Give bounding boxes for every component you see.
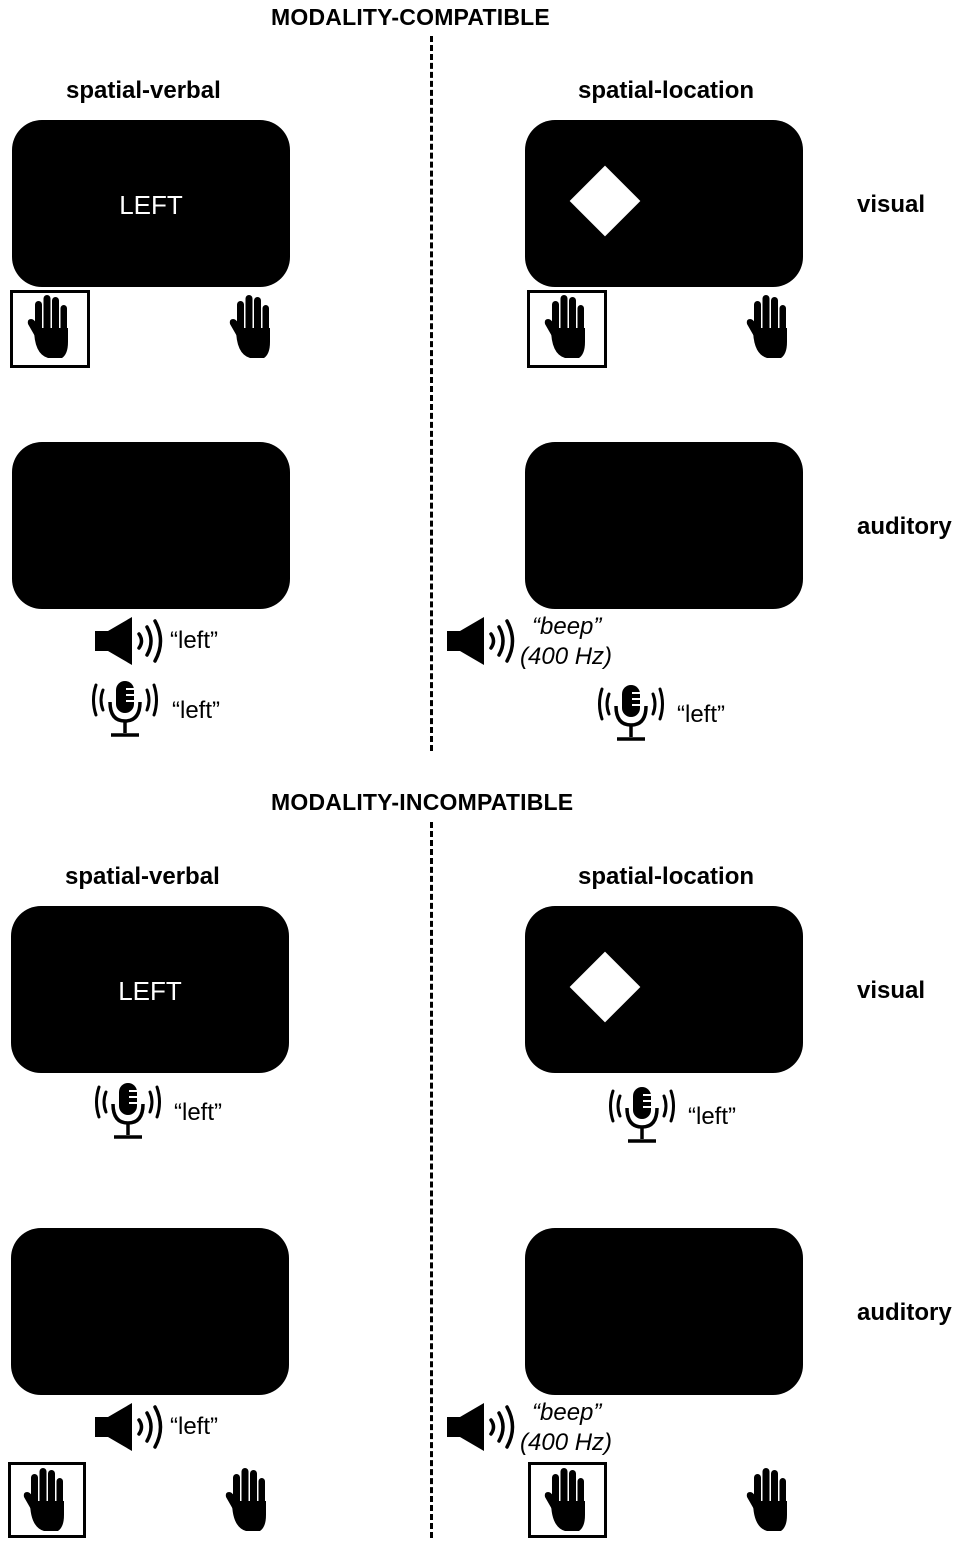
screen-visual-location xyxy=(525,906,803,1073)
auditory-tone-stimulus: “beep” (400 Hz) xyxy=(520,612,612,672)
row-label-auditory: auditory xyxy=(857,1299,952,1326)
speaker-icon xyxy=(94,1402,170,1452)
section-title-incompatible: MODALITY-INCOMPATIBLE xyxy=(271,789,574,815)
column-title-spatial-location: spatial-location xyxy=(578,863,755,890)
vocal-response: “left” xyxy=(174,1099,222,1126)
microphone-icon xyxy=(609,1086,675,1144)
beep-frequency: (400 Hz) xyxy=(520,1429,613,1456)
stimulus-diamond xyxy=(569,165,641,237)
screen-auditory-location xyxy=(525,1228,803,1395)
microphone-icon xyxy=(95,1082,161,1140)
column-title-spatial-verbal: spatial-verbal xyxy=(66,77,221,104)
row-label-visual: visual xyxy=(857,191,926,218)
hand-icon xyxy=(745,1467,795,1533)
column-title-spatial-verbal: spatial-verbal xyxy=(65,863,220,890)
hand-icon xyxy=(22,1467,72,1533)
row-label-auditory: auditory xyxy=(857,513,952,540)
screen-auditory-verbal xyxy=(12,442,290,609)
selected-response-box xyxy=(528,1462,607,1538)
divider-line-bottom xyxy=(430,822,433,1538)
speaker-icon xyxy=(446,616,522,666)
selected-response-box xyxy=(10,290,90,368)
row-label-visual: visual xyxy=(857,977,926,1004)
screen-visual-verbal: LEFT xyxy=(11,906,289,1073)
hand-icon xyxy=(26,294,76,360)
section-title-compatible: MODALITY-COMPATIBLE xyxy=(271,4,550,30)
vocal-response: “left” xyxy=(688,1103,736,1130)
speaker-icon xyxy=(446,1402,522,1452)
screen-visual-location xyxy=(525,120,803,287)
auditory-word-stimulus: “left” xyxy=(170,1413,218,1440)
hand-icon xyxy=(745,294,795,360)
hand-icon xyxy=(543,1467,593,1533)
stimulus-word: LEFT xyxy=(118,976,182,1006)
auditory-tone-stimulus: “beep” (400 Hz) xyxy=(520,1398,612,1458)
hand-icon xyxy=(543,294,593,360)
auditory-word-stimulus: “left” xyxy=(170,627,218,654)
vocal-response: “left” xyxy=(172,697,220,724)
selected-response-box xyxy=(8,1462,86,1538)
stimulus-diamond xyxy=(569,951,641,1023)
screen-auditory-location xyxy=(525,442,803,609)
screen-auditory-verbal xyxy=(11,1228,289,1395)
screen-visual-verbal: LEFT xyxy=(12,120,290,287)
hand-icon xyxy=(228,294,278,360)
beep-label: “beep” xyxy=(532,1399,602,1426)
speaker-icon xyxy=(94,616,170,666)
stimulus-word: LEFT xyxy=(119,190,183,220)
beep-label: “beep” xyxy=(532,613,602,640)
hand-icon xyxy=(224,1467,274,1533)
selected-response-box xyxy=(527,290,607,368)
microphone-icon xyxy=(598,684,664,742)
microphone-icon xyxy=(92,680,158,738)
column-title-spatial-location: spatial-location xyxy=(578,77,755,104)
beep-frequency: (400 Hz) xyxy=(520,643,613,670)
divider-line-top xyxy=(430,36,433,751)
vocal-response: “left” xyxy=(677,701,725,728)
